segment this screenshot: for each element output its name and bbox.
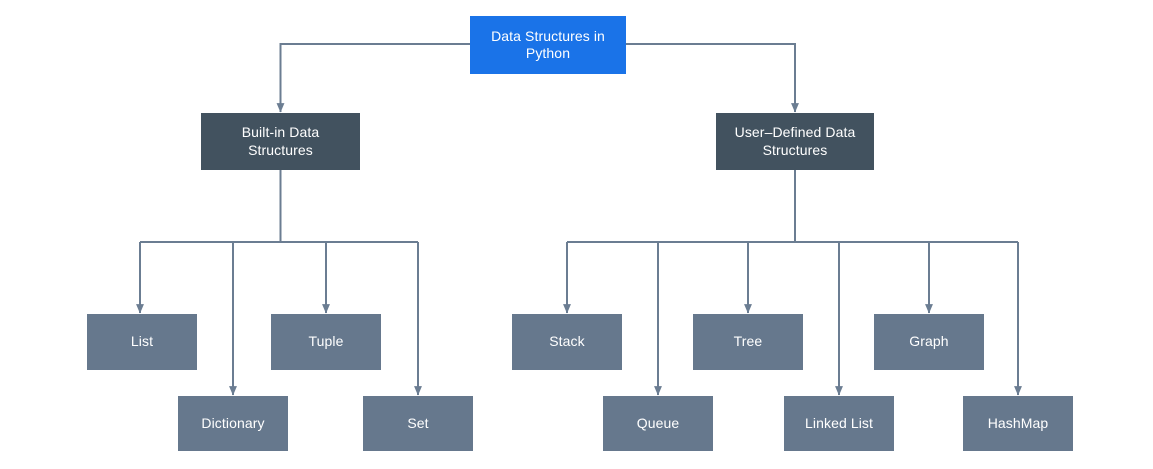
node-leaf-stack[interactable]: Stack [512,314,622,370]
node-root[interactable]: Data Structures in Python [470,16,626,74]
node-branch-built-in[interactable]: Built-in Data Structures [201,113,360,170]
node-leaf-linked-list[interactable]: Linked List [784,396,894,451]
node-leaf-list[interactable]: List [87,314,197,370]
connector-root-to-branch-1 [626,43,799,113]
node-leaf-tuple[interactable]: Tuple [271,314,381,370]
node-leaf-hashmap[interactable]: HashMap [963,396,1073,451]
node-leaf-queue[interactable]: Queue [603,396,713,451]
node-branch-user-defined[interactable]: User–Defined Data Structures [716,113,874,170]
node-leaf-graph[interactable]: Graph [874,314,984,370]
node-leaf-tree[interactable]: Tree [693,314,803,370]
connector-root-to-branch-0 [276,43,470,113]
node-leaf-set[interactable]: Set [363,396,473,451]
node-leaf-dictionary[interactable]: Dictionary [178,396,288,451]
